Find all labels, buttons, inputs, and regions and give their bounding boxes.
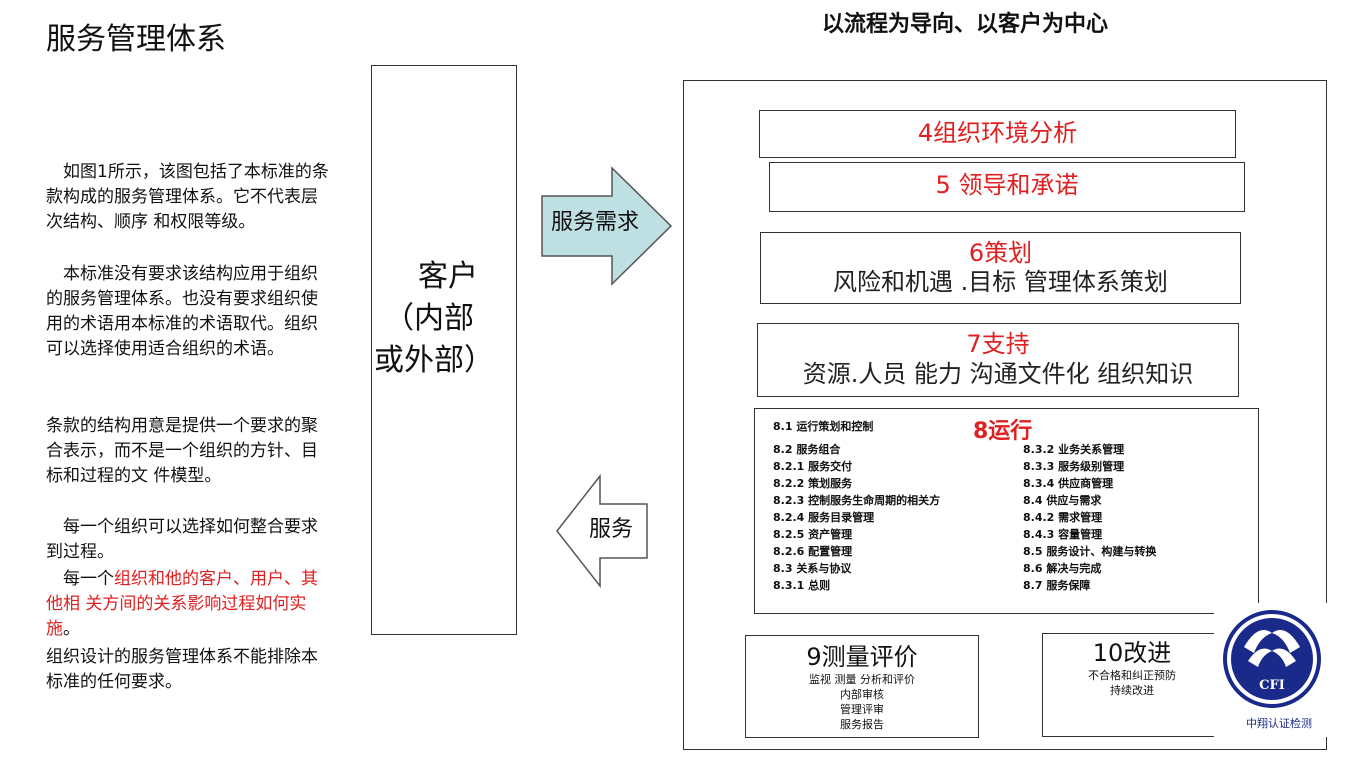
box-improvement: 10改进 不合格和纠正预防持续改进 [1042,633,1222,737]
box-leadership: 5 领导和承诺 [769,162,1245,212]
improvement-item: 不合格和纠正预防 [1088,669,1176,682]
paragraph-6: 组织设计的服务管理体系不能排除本标准的任何要求。 [46,647,318,692]
operation-left-item: 8.3 关系与协议 [773,562,852,575]
improvement-item: 持续改进 [1110,684,1154,697]
service-demand-arrow-icon [541,166,673,286]
operation-right-item: 8.3.3 服务级别管理 [1023,460,1125,473]
operation-left-item: 8.2.6 配置管理 [773,545,853,558]
paragraph-3: 条款的结构用意是提供一个要求的聚合表示，而不是一个组织的方针、目标和过程的文 件… [46,416,318,486]
paragraph-5-highlight: 组织和他的客户、用户、其他相 关方间的关系影响过程如何实施 [46,569,318,639]
operation-right-list: 8.3.2 业务关系管理 8.3.3 服务级别管理 8.3.4 供应商管理 8.4 供… [1023,441,1156,594]
improvement-title: 10改进 [1092,639,1172,667]
evaluation-item: 服务报告 [840,718,884,731]
cfi-logo: CFI 中翔认证检测 [1214,603,1332,737]
customer-box: 客户 （内部 或外部） [371,65,517,635]
logo-caption: 中翔认证检测 [1246,717,1312,730]
box-planning-sub: 风险和机遇 .目标 管理体系策划 [833,268,1168,296]
operation-right-item: 8.4.3 容量管理 [1023,528,1103,541]
operation-right-item: 8.3.4 供应商管理 [1023,477,1114,490]
evaluation-list: 监视 测量 分析和评价内部审核管理评审服务报告 [746,672,978,732]
improvement-list: 不合格和纠正预防持续改进 [1043,668,1221,698]
customer-label: 客户 （内部 或外部） [374,256,512,382]
page-title: 服务管理体系 [46,22,226,57]
box-context-title: 4组织环境分析 [917,119,1078,147]
paragraph-5-prefix: 每一个 [46,569,114,589]
paragraph-1: 如图1所示，该图包括了本标准的条款构成的服务管理体系。它不代表层次结构、顺序 和… [46,162,329,232]
box-support-title: 7支持 [966,330,1030,358]
operation-right-item: 8.4 供应与需求 [1023,494,1102,507]
operation-right-item: 8.3.2 业务关系管理 [1023,443,1125,456]
operation-right-item: 8.5 服务设计、构建与转换 [1023,545,1157,558]
evaluation-title: 9测量评价 [806,643,918,671]
box-evaluation: 9测量评价 监视 测量 分析和评价内部审核管理评审服务报告 [745,635,979,738]
evaluation-item: 监视 测量 分析和评价 [809,673,915,686]
evaluation-item: 内部审核 [840,688,884,701]
paragraph-5: 每一个组织和他的客户、用户、其他相 关方间的关系影响过程如何实施。 [46,567,331,642]
box-support: 7支持 资源.人员 能力 沟通文件化 组织知识 [757,323,1239,397]
box-leadership-title: 5 领导和承诺 [935,171,1079,199]
operation-left-item: 8.2.3 控制服务生命周期的相关方 [773,494,941,507]
box-support-sub: 资源.人员 能力 沟通文件化 组织知识 [802,360,1194,388]
system-frame [683,80,1327,750]
paragraph-5-suffix: 。 [63,619,80,639]
logo-text: CFI [1259,678,1285,693]
cfi-logo-icon: CFI [1223,610,1321,708]
operation-left-list: 8.2 服务组合 8.2.1 服务交付 8.2.2 策划服务 8.2.3 控制服务生命… [773,441,940,594]
operation-right-item: 8.7 服务保障 [1023,579,1091,592]
box-planning: 6策划 风险和机遇 .目标 管理体系策划 [760,232,1241,304]
operation-left-item: 8.3.1 总则 [773,579,831,592]
customer-line-3: 或外部） [374,343,494,378]
operation-left-item: 8.2.1 服务交付 [773,460,853,473]
paragraph-2: 本标准没有要求该结构应用于组织的服务管理体系。也没有要求组织使用的术语用本标准的… [46,264,318,359]
box-context: 4组织环境分析 [759,110,1236,158]
service-demand-label: 服务需求 [551,210,640,235]
operation-right-item: 8.4.2 需求管理 [1023,511,1103,524]
operation-title: 8运行 [973,419,1033,444]
operation-first-item: 8.1 运行策划和控制 [773,420,874,433]
operation-left-item: 8.2.4 服务目录管理 [773,511,875,524]
evaluation-item: 管理评审 [840,703,884,716]
paragraph-4: 每一个组织可以选择如何整合要求到过程。 [46,517,318,562]
subtitle: 以流程为导向、以客户为中心 [822,12,1109,37]
customer-line-1: 客户 [418,259,478,294]
box-planning-title: 6策划 [968,239,1033,267]
operation-left-item: 8.2.2 策划服务 [773,477,853,490]
service-arrow-icon [556,474,648,589]
box-operation: 8.1 运行策划和控制 8运行 8.2 服务组合 8.2.1 服务交付 8.2.2 … [754,408,1259,614]
operation-left-item: 8.2 服务组合 [773,443,841,456]
service-label: 服务 [589,517,634,542]
customer-line-2: （内部 [384,301,474,336]
operation-right-item: 8.6 解决与完成 [1023,562,1102,575]
operation-left-item: 8.2.5 资产管理 [773,528,853,541]
